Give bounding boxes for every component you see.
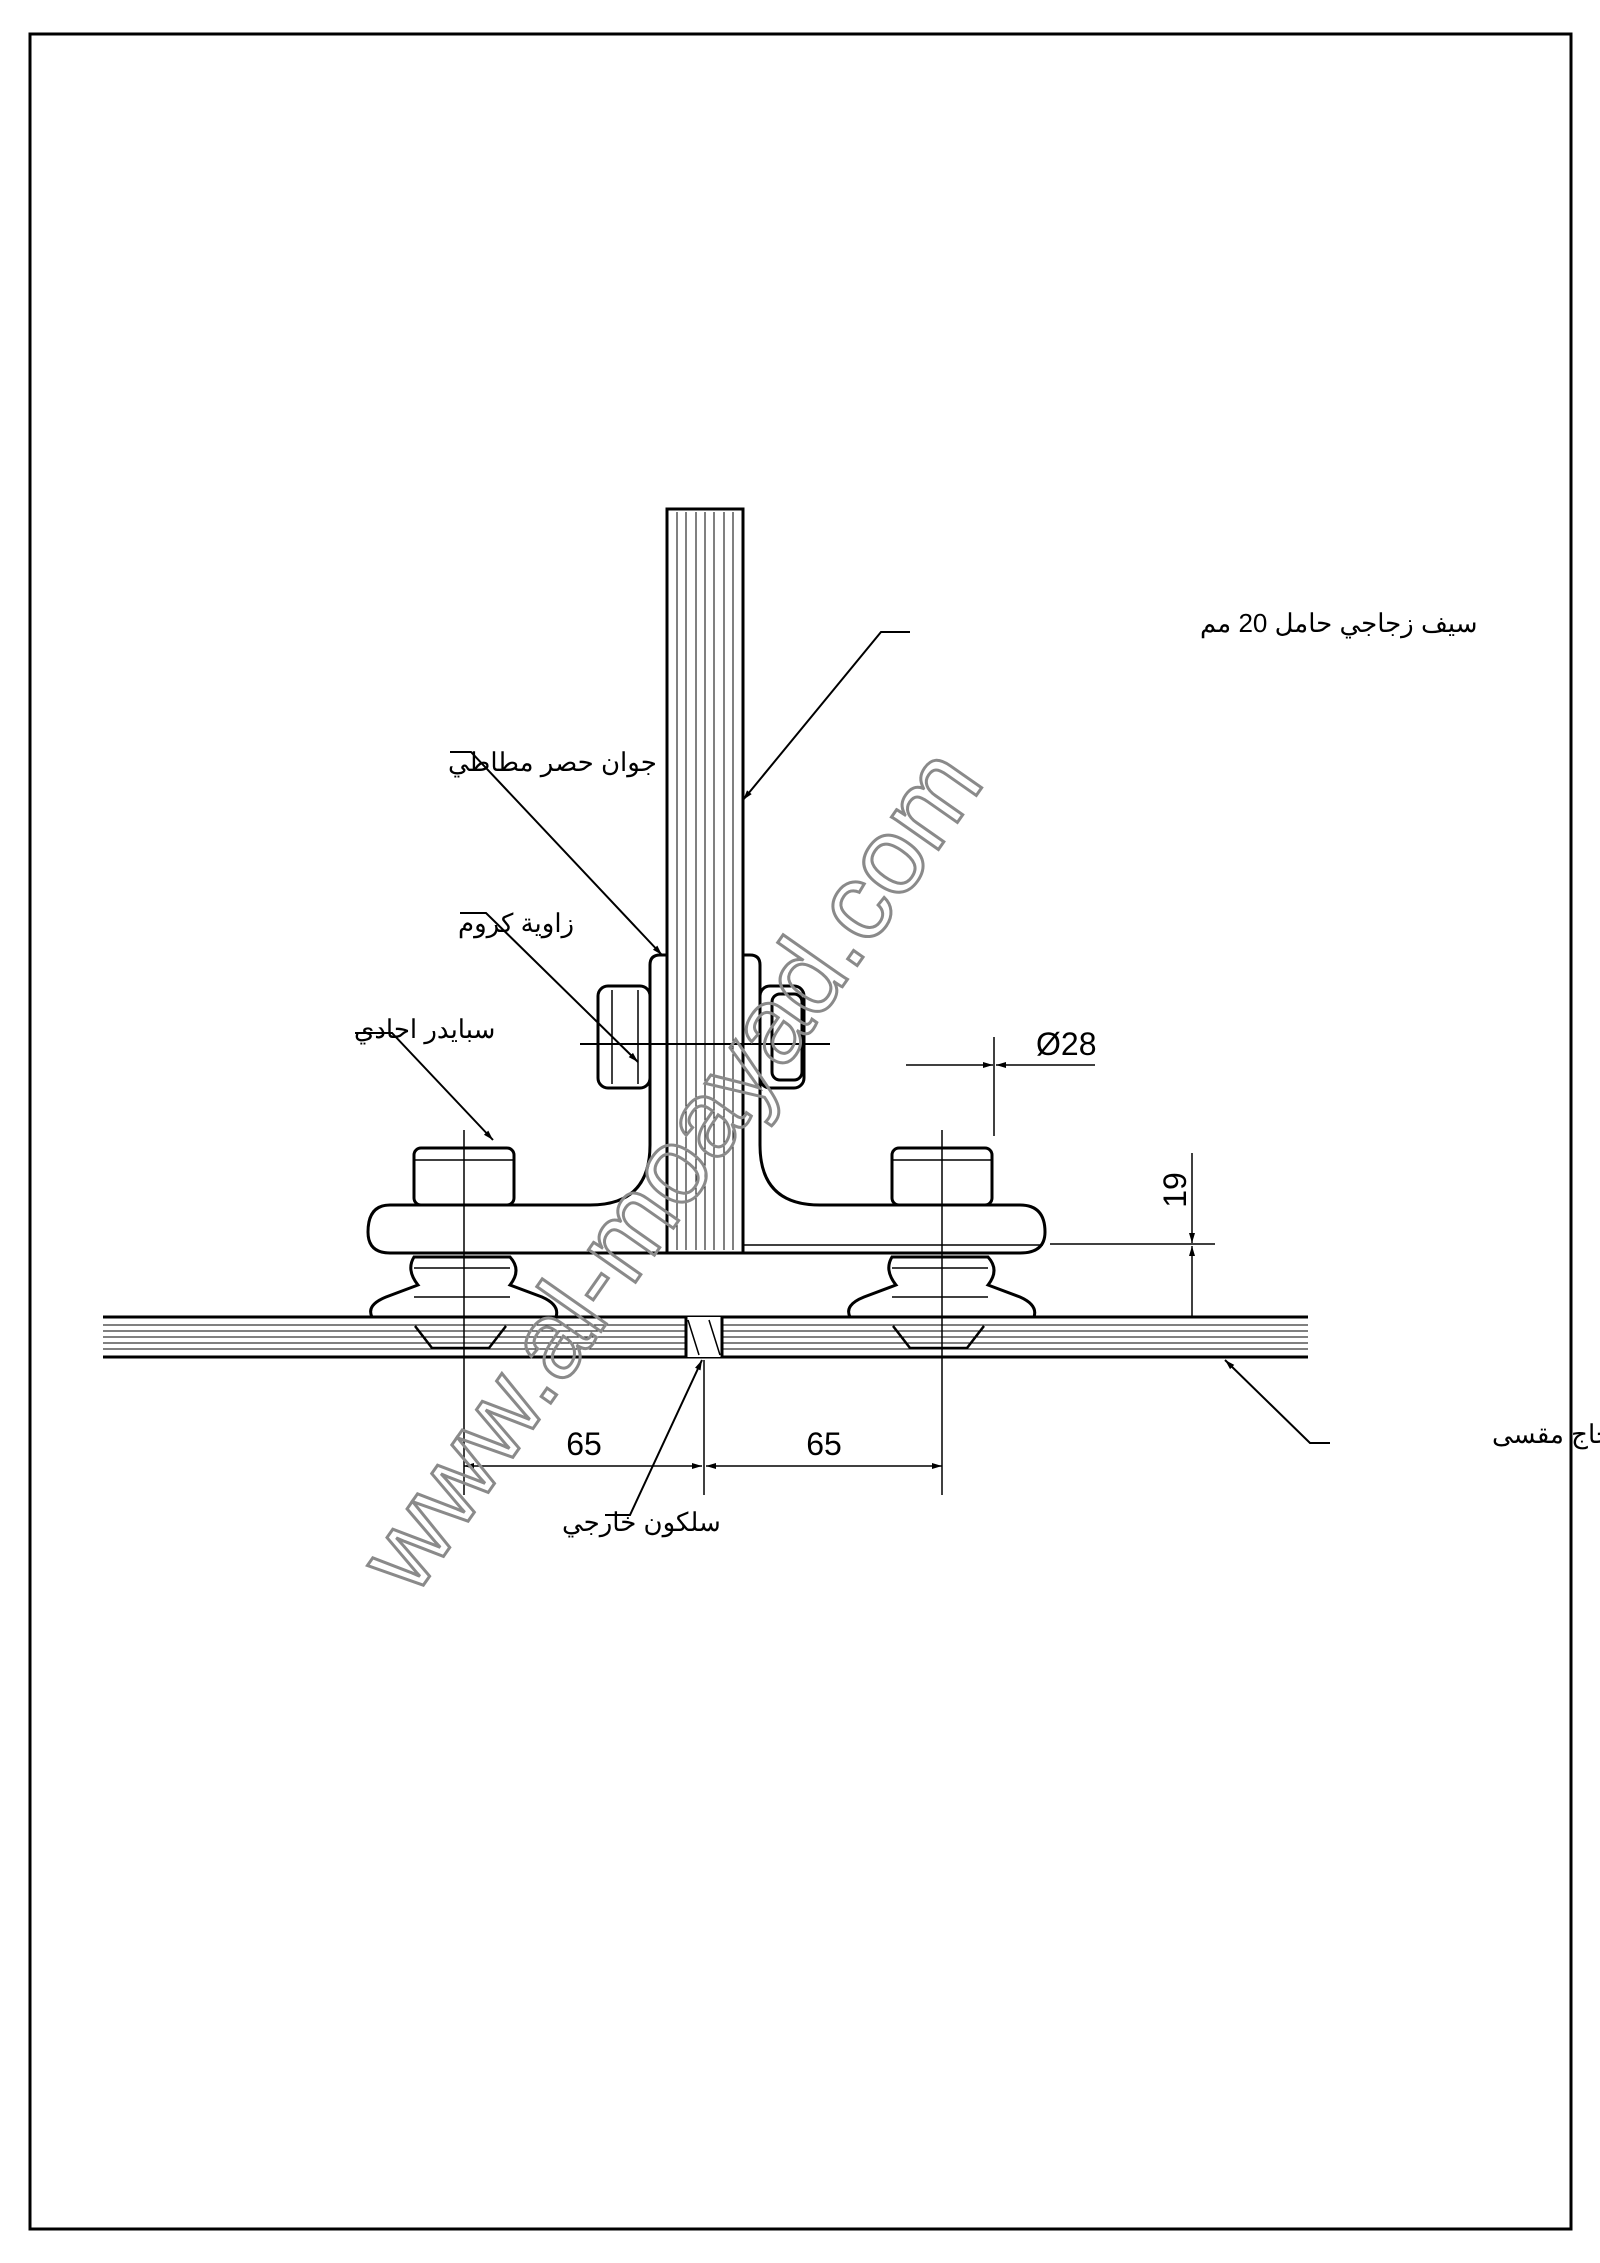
dim-bolt-diameter: Ø28	[1036, 1026, 1096, 1062]
label-external-silicone: سلكون خارجي	[562, 1507, 721, 1538]
fin-bolt	[580, 984, 830, 1090]
center-lines	[463, 1130, 943, 1495]
leader-tempered-glass	[1224, 1359, 1330, 1444]
label-rubber-gasket: جوان حصر مطاطي	[448, 747, 657, 778]
chrome-angle	[366, 953, 1047, 1255]
label-glass-fin: سيف زجاجي حامل 20 مم	[1200, 608, 1478, 639]
leader-glass-fin	[742, 631, 910, 801]
leader-chrome-angle	[460, 912, 639, 1063]
tempered-glass-panel	[103, 1315, 1308, 1359]
dim-fitting-height: 19	[1157, 1172, 1193, 1208]
leader-single-spider	[355, 1032, 494, 1141]
page-border	[28, 32, 1573, 2231]
leader-external-silicone	[605, 1359, 703, 1516]
glass-fin	[665, 507, 745, 1255]
label-chrome-angle: زاوية كروم	[458, 908, 574, 939]
leader-rubber-gasket	[450, 751, 663, 956]
label-tempered-glass: زجاج مقسى	[1492, 1419, 1600, 1450]
label-single-spider: سبايدر احادي	[354, 1014, 495, 1045]
dimension-lines	[464, 1037, 1215, 1469]
dim-spacing-left: 65	[566, 1426, 602, 1462]
dim-spacing-right: 65	[806, 1426, 842, 1462]
leader-lines	[355, 631, 1330, 1516]
